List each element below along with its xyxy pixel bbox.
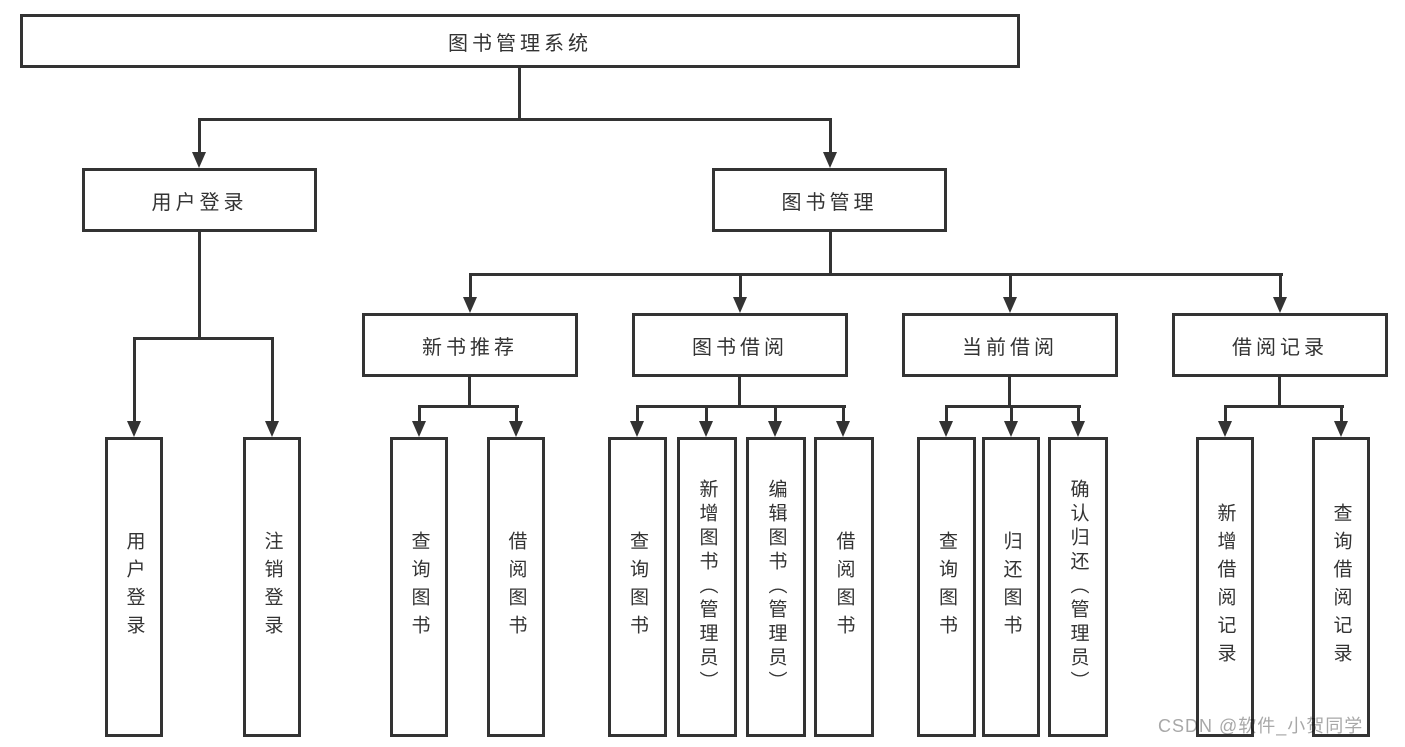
leaf-query-books-1: 查询图书 (390, 437, 448, 737)
node-new-books: 新书推荐 (362, 313, 578, 377)
connector-book-management-stem (829, 232, 832, 275)
connector-leaf-stem (1224, 405, 1227, 423)
leaf-edit-books-admin-label: 编辑图书（管理员） (765, 479, 787, 695)
arrowhead-down (630, 421, 644, 437)
node-borrow-records: 借阅记录 (1172, 313, 1388, 377)
leaf-add-borrow-record-label: 新增借阅记录 (1214, 503, 1236, 671)
leaf-user-login: 用户登录 (105, 437, 163, 737)
leaf-query-books-3: 查询图书 (917, 437, 976, 737)
connector-leaf-stem (1340, 405, 1343, 423)
node-current-borrowing: 当前借阅 (902, 313, 1118, 377)
connector-new-books-stem (468, 377, 471, 408)
arrowhead-down (192, 152, 206, 168)
arrowhead-down (939, 421, 953, 437)
leaf-add-books-admin-label: 新增图书（管理员） (696, 479, 718, 695)
connector-to-book-borrowing (739, 273, 742, 299)
connector-current-borrowing-stem (1008, 377, 1011, 408)
leaf-add-borrow-record: 新增借阅记录 (1196, 437, 1254, 737)
connector-level1-horizontal (198, 118, 832, 121)
arrowhead-down (836, 421, 850, 437)
node-current-borrowing-label: 当前借阅 (962, 336, 1058, 359)
node-new-books-label: 新书推荐 (422, 336, 518, 359)
leaf-return-books: 归还图书 (982, 437, 1040, 737)
leaf-add-books-admin: 新增图书（管理员） (677, 437, 737, 737)
leaf-borrow-books-1: 借阅图书 (487, 437, 545, 737)
arrowhead-down (127, 421, 141, 437)
connector-user-login-horizontal (133, 337, 274, 340)
leaf-borrow-books-2: 借阅图书 (814, 437, 874, 737)
node-book-borrowing-label: 图书借阅 (692, 336, 788, 359)
connector-leaf-stem (705, 405, 708, 423)
arrowhead-down (1004, 421, 1018, 437)
leaf-edit-books-admin: 编辑图书（管理员） (746, 437, 806, 737)
connector-leaf-stem (945, 405, 948, 423)
leaf-user-login-label: 用户登录 (123, 531, 145, 643)
arrowhead-down (1218, 421, 1232, 437)
arrowhead-down (509, 421, 523, 437)
connector-to-login-leaf (133, 337, 136, 423)
connector-to-logout-leaf (271, 337, 274, 423)
leaf-query-books-2-label: 查询图书 (627, 531, 648, 643)
arrowhead-down (463, 297, 477, 313)
leaf-query-books-1-label: 查询图书 (408, 531, 430, 643)
arrowhead-down (768, 421, 782, 437)
leaf-borrow-books-2-label: 借阅图书 (833, 531, 855, 643)
connector-leaf-stem (636, 405, 639, 423)
node-book-borrowing: 图书借阅 (632, 313, 848, 377)
connector-leaf-stem (418, 405, 421, 423)
arrowhead-down (412, 421, 426, 437)
leaf-query-borrow-record: 查询借阅记录 (1312, 437, 1370, 737)
leaf-confirm-return-admin-label: 确认归还（管理员） (1067, 479, 1089, 695)
leaf-borrow-books-1-label: 借阅图书 (505, 531, 527, 643)
connector-to-new-books (469, 273, 472, 299)
connector-root-stem (518, 68, 521, 120)
leaf-confirm-return-admin: 确认归还（管理员） (1048, 437, 1108, 737)
leaf-query-books-3-label: 查询图书 (936, 531, 957, 643)
connector-new-books-horizontal (418, 405, 519, 408)
connector-to-borrow-records (1279, 273, 1282, 299)
leaf-return-books-label: 归还图书 (1000, 531, 1022, 643)
connector-borrow-records-horizontal (1224, 405, 1344, 408)
connector-user-login-stem (198, 232, 201, 340)
connector-borrow-records-stem (1278, 377, 1281, 408)
connector-leaf-stem (774, 405, 777, 423)
connector-leaf-stem (842, 405, 845, 423)
watermark-text: CSDN @软件_小贺同学 (1158, 716, 1364, 736)
connector-to-book-management (829, 118, 832, 154)
connector-leaf-stem (515, 405, 518, 423)
connector-level2-horizontal (469, 273, 1283, 276)
connector-current-borrowing-horizontal (945, 405, 1081, 408)
node-root: 图书管理系统 (20, 14, 1020, 68)
arrowhead-down (1071, 421, 1085, 437)
connector-leaf-stem (1010, 405, 1013, 423)
node-borrow-records-label: 借阅记录 (1232, 336, 1328, 359)
leaf-logout: 注销登录 (243, 437, 301, 737)
node-book-management: 图书管理 (712, 168, 947, 232)
arrowhead-down (265, 421, 279, 437)
connector-to-current-borrowing (1009, 273, 1012, 299)
connector-book-borrowing-stem (738, 377, 741, 408)
arrowhead-down (1003, 297, 1017, 313)
arrowhead-down (733, 297, 747, 313)
arrowhead-down (699, 421, 713, 437)
node-root-label: 图书管理系统 (448, 32, 592, 55)
connector-to-user-login (198, 118, 201, 154)
node-book-management-label: 图书管理 (781, 191, 878, 214)
leaf-query-borrow-record-label: 查询借阅记录 (1330, 503, 1352, 671)
arrowhead-down (823, 152, 837, 168)
leaf-logout-label: 注销登录 (261, 531, 283, 643)
connector-book-borrowing-horizontal (636, 405, 846, 408)
node-user-login-label: 用户登录 (151, 191, 248, 214)
node-user-login: 用户登录 (82, 168, 317, 232)
connector-leaf-stem (1077, 405, 1080, 423)
leaf-query-books-2: 查询图书 (608, 437, 667, 737)
arrowhead-down (1273, 297, 1287, 313)
arrowhead-down (1334, 421, 1348, 437)
